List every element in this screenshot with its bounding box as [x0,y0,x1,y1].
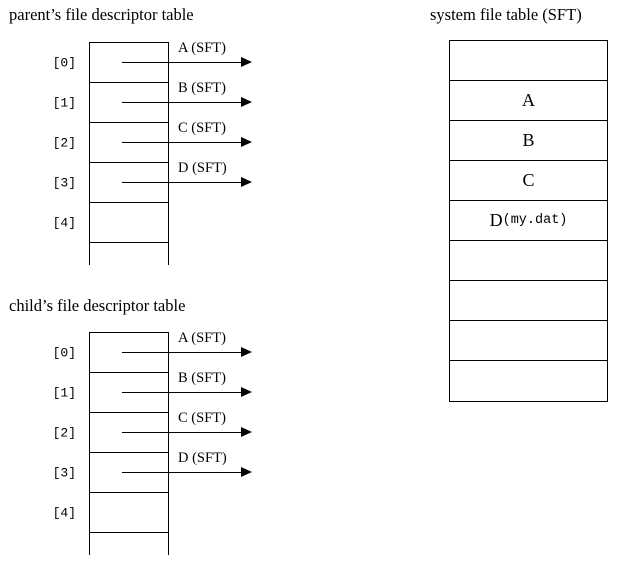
table-row [90,243,168,265]
pointer-arrow [122,387,252,399]
system-file-table: A B C D (my.dat) [449,40,608,402]
pointer-label: B (SFT) [178,369,226,386]
fd-index-label: [0] [52,345,76,360]
parent-table-title: parent’s file descriptor table [9,5,194,24]
child-table-title: child’s file descriptor table [9,296,186,315]
table-row: C [450,161,607,201]
table-row: A [450,81,607,121]
arrow-head-icon [241,137,252,147]
table-row [450,41,607,81]
system-file-table-title: system file table (SFT) [430,5,582,24]
table-row: B [450,121,607,161]
arrow-head-icon [241,97,252,107]
arrow-shaft [122,471,244,474]
sft-entry: B [522,130,535,150]
table-row [450,281,607,321]
pointer-label: A (SFT) [178,329,226,346]
arrow-shaft [122,61,244,64]
arrow-shaft [122,141,244,144]
arrow-shaft [122,101,244,104]
table-row: [2] C (SFT) [53,120,252,163]
fd-index-label: [3] [52,175,76,190]
table-row [450,321,607,361]
fd-index-label: [1] [52,385,76,400]
table-row: [0] A (SFT) [53,330,252,373]
pointer-arrow [122,347,252,359]
child-file-descriptor-table: [0] A (SFT) [1] B (SFT) [2] C (SFT) [53,330,252,555]
arrow-shaft [122,351,244,354]
table-row: D (my.dat) [450,201,607,241]
parent-file-descriptor-table: [0] A (SFT) [1] B (SFT) [2] C (SFT) [53,40,252,265]
table-row: [1] B (SFT) [53,370,252,413]
table-row: [1] B (SFT) [53,80,252,123]
pointer-label: B (SFT) [178,79,226,96]
arrow-head-icon [241,467,252,477]
sft-entry: C [522,170,535,190]
pointer-label: C (SFT) [178,409,226,426]
table-row: [4] [53,493,168,533]
table-row [450,241,607,281]
pointer-label: D (SFT) [178,449,227,466]
arrow-head-icon [241,347,252,357]
pointer-arrow [122,97,252,109]
pointer-arrow [122,137,252,149]
fd-index-label: [3] [52,465,76,480]
sft-entry: D [489,210,503,230]
table-row [90,533,168,555]
pointer-label: D (SFT) [178,159,227,176]
pointer-arrow [122,427,252,439]
pointer-arrow [122,467,252,479]
pointer-arrow [122,177,252,189]
fd-index-label: [2] [52,425,76,440]
arrow-shaft [122,391,244,394]
sft-entry-detail: (my.dat) [502,213,568,228]
sft-entry: A [522,90,535,110]
arrow-shaft [122,181,244,184]
pointer-label: C (SFT) [178,119,226,136]
pointer-label: A (SFT) [178,39,226,56]
table-row: [2] C (SFT) [53,410,252,453]
fd-index-label: [2] [52,135,76,150]
arrow-head-icon [241,387,252,397]
arrow-head-icon [241,177,252,187]
table-row: [3] D (SFT) [53,450,252,493]
table-row [450,361,607,401]
table-row: [0] A (SFT) [53,40,252,83]
pointer-arrow [122,57,252,69]
fd-index-label: [0] [52,55,76,70]
fd-index-label: [4] [52,505,76,520]
table-row: [3] D (SFT) [53,160,252,203]
arrow-head-icon [241,427,252,437]
table-row: [4] [53,203,168,243]
fd-index-label: [4] [52,215,76,230]
fd-index-label: [1] [52,95,76,110]
arrow-shaft [122,431,244,434]
arrow-head-icon [241,57,252,67]
